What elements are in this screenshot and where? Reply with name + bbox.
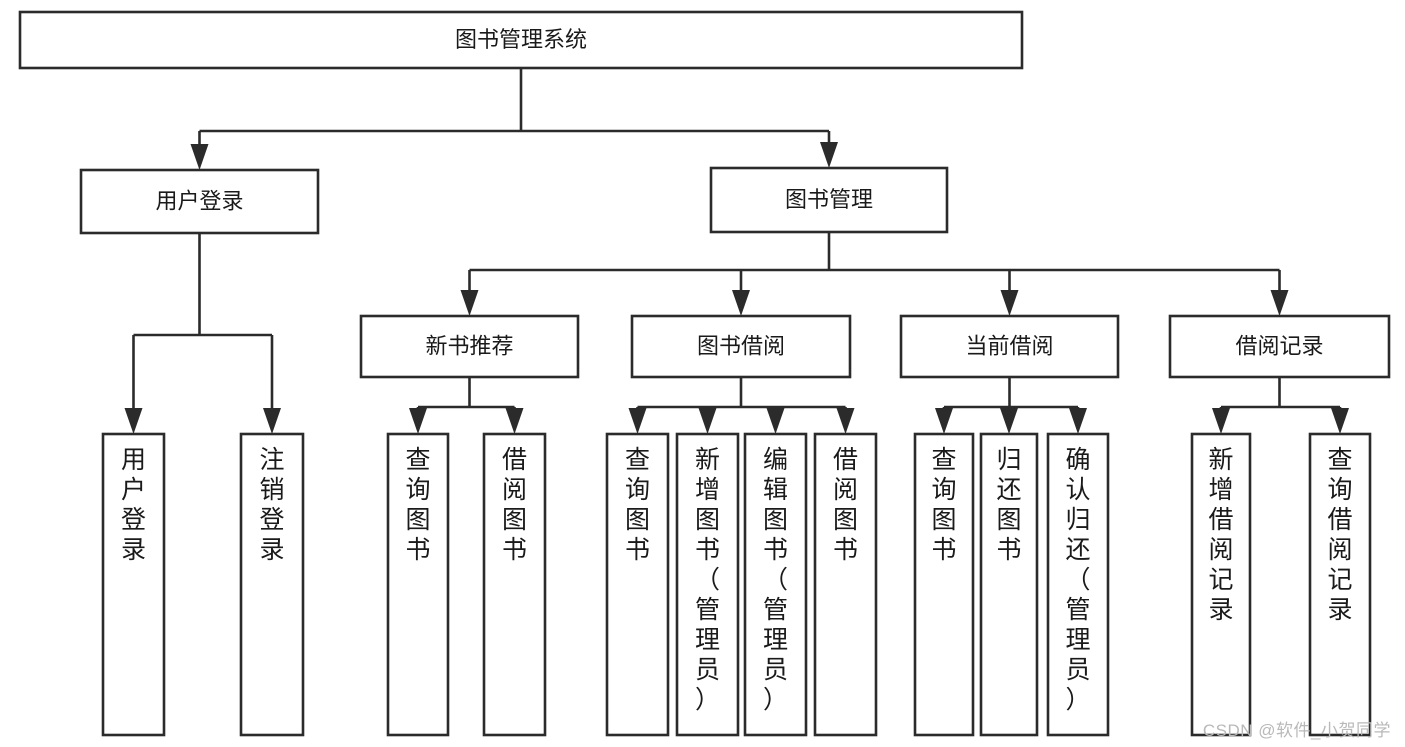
node-borrow-book-2[interactable]: 借阅图书 — [813, 432, 878, 737]
node-label-book-borrow: 图书借阅 — [697, 333, 785, 358]
node-box-borrow-book-1 — [482, 432, 547, 737]
node-box-user-login-do — [101, 432, 166, 737]
edge-root-to-book-manage-arrowhead — [820, 142, 838, 168]
node-current-borrow[interactable]: 当前借阅 — [899, 314, 1120, 379]
edge-current-borrow-to-confirm-return-admin-arrowhead — [1069, 408, 1087, 434]
node-label-return-book: 归还图书 — [996, 446, 1021, 564]
node-label-query-borrow-record: 查询借阅记录 — [1327, 446, 1352, 624]
edge-book-manage-to-new-book-recommend-arrowhead — [460, 290, 479, 316]
node-box-edit-book-admin — [743, 432, 808, 737]
node-add-borrow-record[interactable]: 新增借阅记录 — [1190, 432, 1252, 737]
node-label-add-book-admin: 新增图书（管理员） — [695, 446, 720, 714]
watermark-text: CSDN @软件_小贺同学 — [1202, 721, 1391, 740]
node-label-root: 图书管理系统 — [455, 27, 587, 52]
node-query-borrow-record[interactable]: 查询借阅记录 — [1308, 432, 1372, 737]
edge-current-borrow-to-return-book-arrowhead — [1000, 408, 1018, 434]
edge-book-borrow-to-query-book-2-arrowhead — [628, 408, 647, 434]
node-return-book[interactable]: 归还图书 — [979, 432, 1039, 737]
edge-user-login-to-user-login-do-arrowhead — [124, 408, 143, 434]
node-label-book-manage: 图书管理 — [785, 187, 873, 212]
node-box-new-book-recommend — [359, 314, 580, 379]
node-box-query-book-3 — [913, 432, 975, 737]
node-borrow-book-1[interactable]: 借阅图书 — [482, 432, 547, 737]
node-box-add-book-admin — [675, 432, 740, 737]
node-label-user-login-do: 用户登录 — [121, 446, 146, 564]
node-label-new-book-recommend: 新书推荐 — [425, 333, 513, 358]
node-box-user-login — [79, 168, 320, 235]
node-query-book-1[interactable]: 查询图书 — [386, 432, 450, 737]
node-box-book-borrow — [630, 314, 852, 379]
node-add-book-admin[interactable]: 新增图书（管理员） — [675, 432, 740, 737]
edge-user-login-to-user-logout-arrowhead — [263, 408, 281, 434]
node-user-logout[interactable]: 注销登录 — [239, 432, 305, 737]
node-user-login[interactable]: 用户登录 — [79, 168, 320, 235]
edge-borrow-record-to-query-borrow-record-arrowhead — [1331, 408, 1349, 434]
node-user-login-do[interactable]: 用户登录 — [101, 432, 166, 737]
node-root[interactable]: 图书管理系统 — [18, 10, 1024, 70]
node-label-query-book-1: 查询图书 — [405, 446, 430, 564]
node-box-query-book-2 — [605, 432, 670, 737]
node-book-borrow[interactable]: 图书借阅 — [630, 314, 852, 379]
edge-book-manage-to-borrow-record-arrowhead — [1270, 290, 1289, 316]
node-label-borrow-record: 借阅记录 — [1235, 333, 1323, 358]
edge-borrow-record-to-add-borrow-record-arrowhead — [1212, 408, 1230, 434]
node-label-user-login: 用户登录 — [155, 188, 243, 213]
node-box-add-borrow-record — [1190, 432, 1252, 737]
node-label-borrow-book-1: 借阅图书 — [502, 446, 527, 564]
node-box-return-book — [979, 432, 1039, 737]
edge-root-to-user-login-arrowhead — [190, 144, 209, 170]
node-box-confirm-return-admin — [1046, 432, 1110, 737]
node-book-manage[interactable]: 图书管理 — [709, 166, 949, 234]
node-label-edit-book-admin: 编辑图书（管理员） — [763, 446, 788, 714]
node-confirm-return-admin[interactable]: 确认归还（管理员） — [1046, 432, 1110, 737]
node-box-borrow-record — [1168, 314, 1391, 379]
edge-book-borrow-to-edit-book-admin-arrowhead — [766, 408, 785, 434]
node-box-root — [18, 10, 1024, 70]
node-box-query-book-1 — [386, 432, 450, 737]
node-new-book-recommend[interactable]: 新书推荐 — [359, 314, 580, 379]
edge-new-book-recommend-to-query-book-1-arrowhead — [409, 408, 427, 434]
node-query-book-3[interactable]: 查询图书 — [913, 432, 975, 737]
node-label-current-borrow: 当前借阅 — [965, 333, 1053, 358]
node-box-query-borrow-record — [1308, 432, 1372, 737]
node-layer: 图书管理系统用户登录用户登录注销登录图书管理新书推荐查询图书借阅图书图书借阅查询… — [18, 10, 1391, 737]
node-box-book-manage — [709, 166, 949, 234]
node-label-confirm-return-admin: 确认归还（管理员） — [1065, 446, 1090, 714]
edge-book-manage-to-book-borrow-arrowhead — [732, 290, 750, 316]
node-label-user-logout: 注销登录 — [259, 446, 284, 564]
node-edit-book-admin[interactable]: 编辑图书（管理员） — [743, 432, 808, 737]
node-box-current-borrow — [899, 314, 1120, 379]
node-label-add-borrow-record: 新增借阅记录 — [1208, 446, 1233, 624]
edge-current-borrow-to-query-book-3-arrowhead — [935, 408, 953, 434]
node-box-user-logout — [239, 432, 305, 737]
connector-layer — [124, 68, 1349, 434]
edge-book-borrow-to-add-book-admin-arrowhead — [698, 408, 717, 434]
node-label-query-book-2: 查询图书 — [625, 446, 650, 564]
edge-book-borrow-to-borrow-book-2-arrowhead — [836, 408, 855, 434]
edge-new-book-recommend-to-borrow-book-1-arrowhead — [505, 408, 524, 434]
node-query-book-2[interactable]: 查询图书 — [605, 432, 670, 737]
node-label-borrow-book-2: 借阅图书 — [833, 446, 858, 564]
node-borrow-record[interactable]: 借阅记录 — [1168, 314, 1391, 379]
edge-book-manage-to-current-borrow-arrowhead — [1000, 290, 1019, 316]
node-box-borrow-book-2 — [813, 432, 878, 737]
node-label-query-book-3: 查询图书 — [931, 446, 956, 564]
